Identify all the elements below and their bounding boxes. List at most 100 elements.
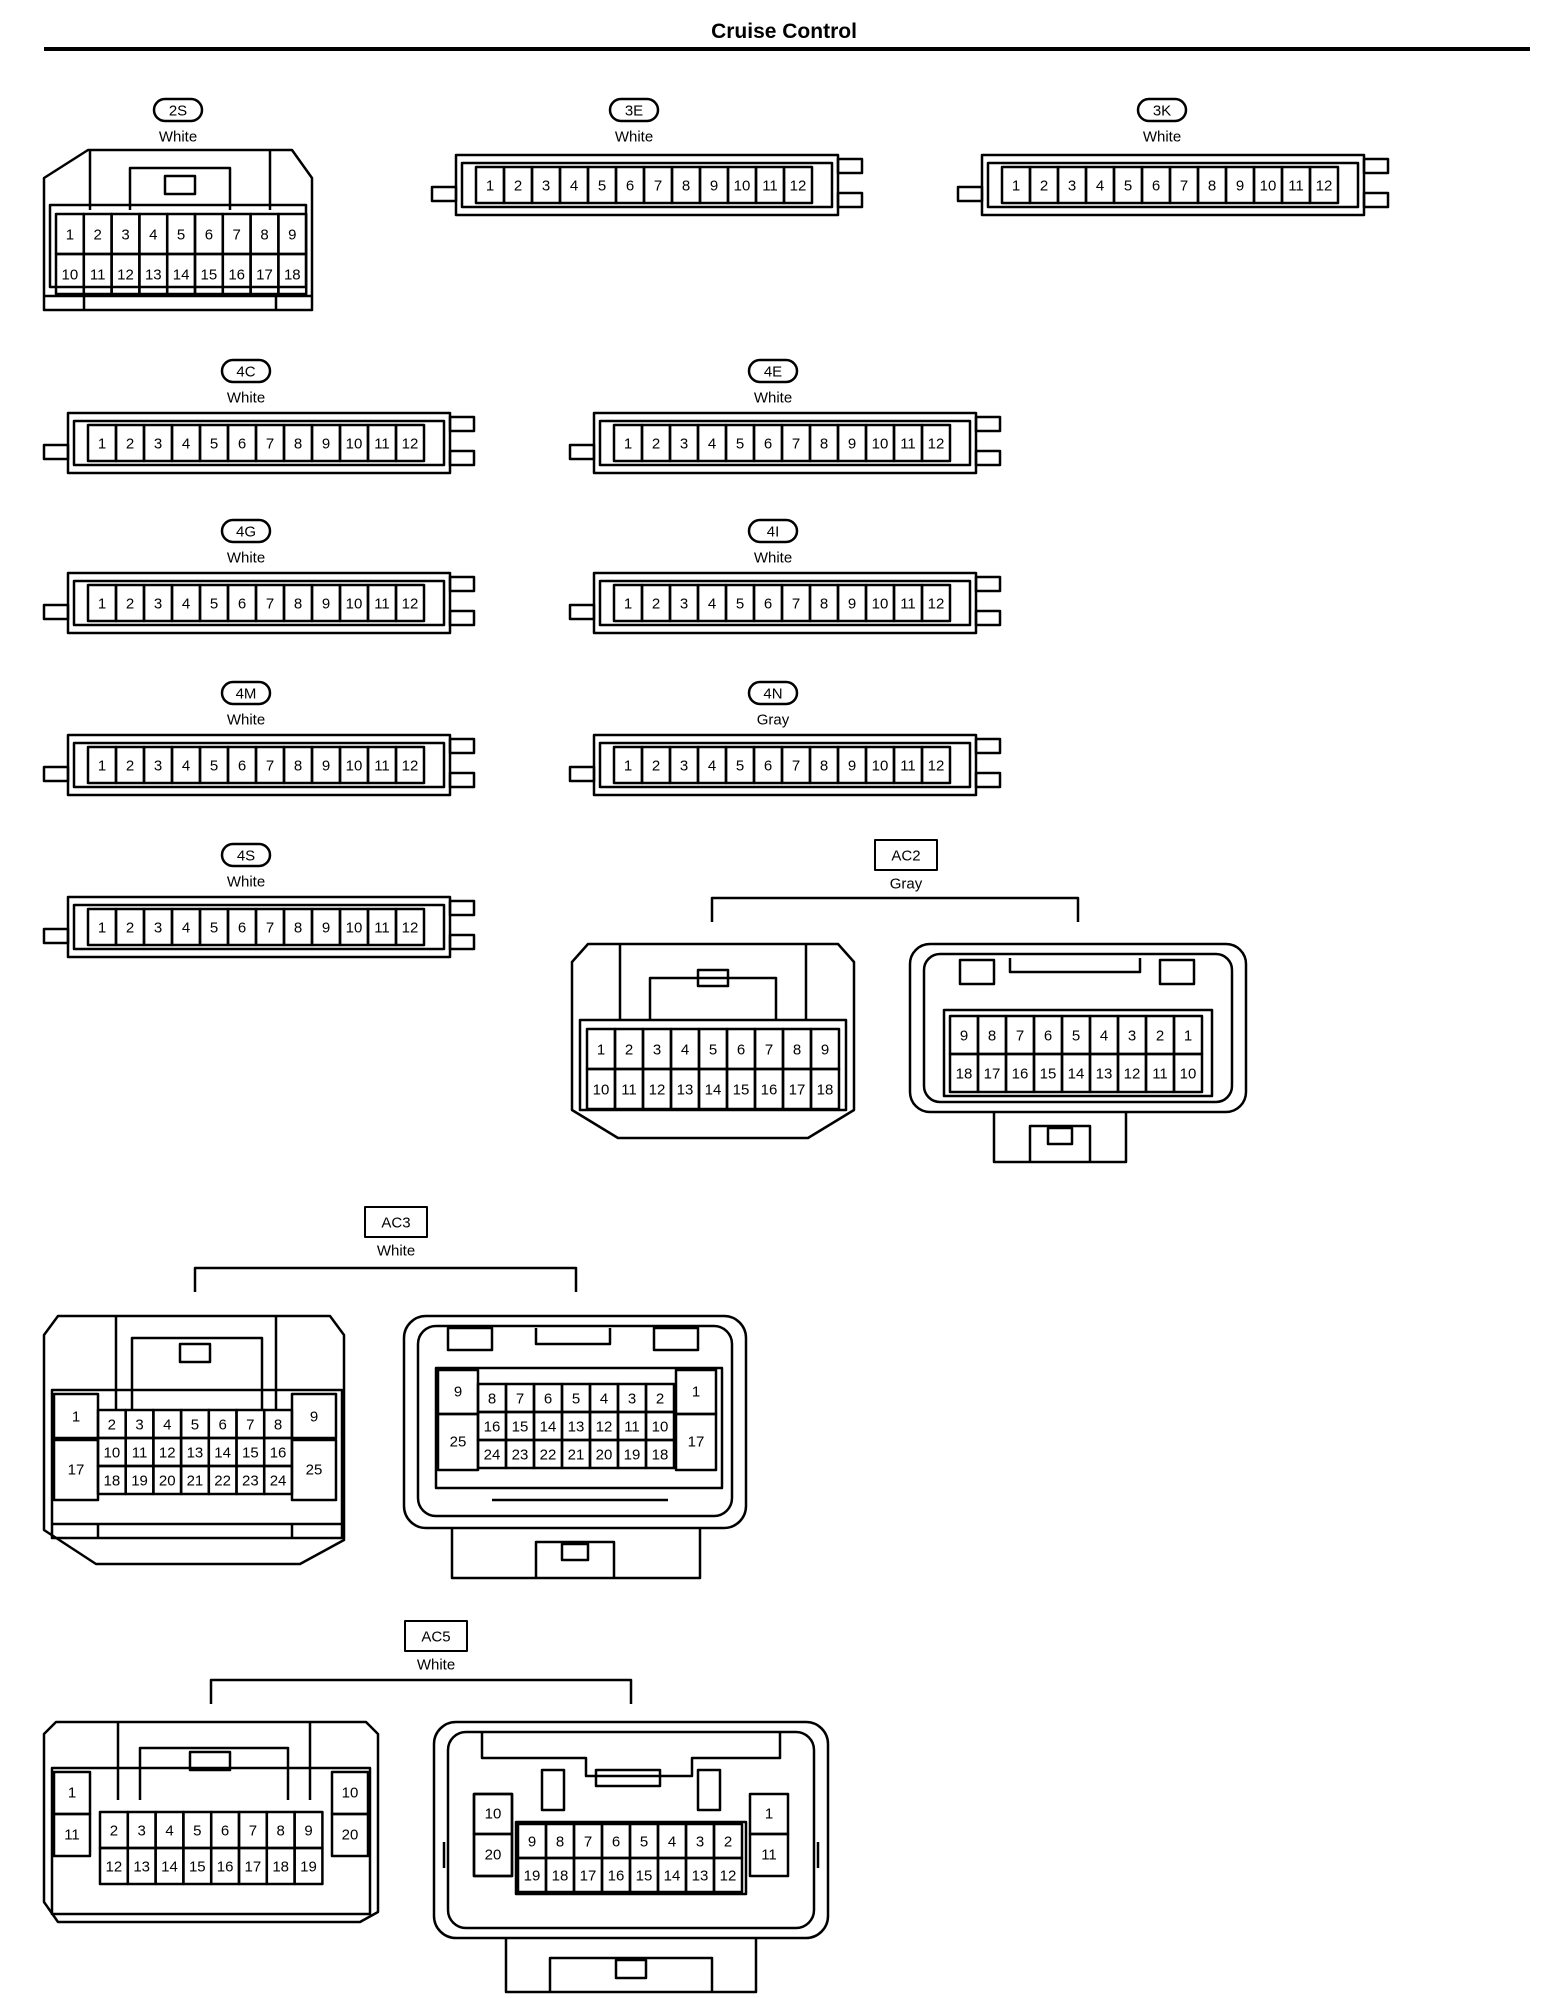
connector-inner — [72, 741, 446, 789]
pin-label: 12 — [928, 596, 945, 613]
connector-code: AC3 — [381, 1215, 410, 1232]
pin-label: 6 — [238, 758, 246, 775]
pin-label: 15 — [1040, 1066, 1057, 1083]
connector-inner — [986, 161, 1360, 209]
pin-label: 3 — [542, 178, 550, 195]
connector-hood — [648, 976, 778, 1020]
pin-label: 20 — [485, 1847, 502, 1864]
pin-label: 2 — [625, 1042, 633, 1059]
pin-label: 17 — [789, 1082, 806, 1099]
connector-pin-frame — [942, 1008, 1214, 1098]
pin-label: 7 — [654, 178, 662, 195]
pin-cell — [712, 1856, 744, 1894]
connector-tag — [364, 1206, 428, 1238]
connector-code: 4I — [767, 524, 780, 541]
pin-label: 11 — [374, 758, 390, 775]
pin-label: 25 — [306, 1462, 323, 1479]
connector-code: 4S — [237, 848, 255, 865]
pin-label: 9 — [821, 1042, 829, 1059]
pin-label: 7 — [516, 1391, 524, 1408]
connector-tag — [220, 842, 272, 868]
connector-latch — [568, 765, 596, 783]
connector-body — [66, 733, 452, 797]
pin-label: 6 — [612, 1834, 620, 1851]
pin-label: 6 — [764, 596, 772, 613]
pin-label: 2 — [110, 1823, 118, 1840]
pin-label: 11 — [90, 267, 106, 284]
pin-label: 7 — [246, 1417, 254, 1434]
connector-code: 3E — [625, 103, 643, 120]
pin-label: 12 — [402, 436, 419, 453]
pin-label: 16 — [1012, 1066, 1029, 1083]
pin-label: 2 — [1156, 1028, 1164, 1045]
pin-label: 3 — [121, 227, 129, 244]
pin-label: 10 — [342, 1785, 359, 1802]
pin-label: 16 — [608, 1868, 625, 1885]
connector-latch — [448, 737, 476, 755]
pin-label: 18 — [284, 267, 301, 284]
connector-color: White — [227, 712, 265, 729]
connector-body — [592, 411, 978, 475]
pin-cell — [330, 1812, 370, 1858]
pin-label: 9 — [322, 758, 330, 775]
pin-label: 1 — [1184, 1028, 1192, 1045]
pin-label: 6 — [205, 227, 213, 244]
pin-label: 13 — [692, 1868, 709, 1885]
pin-label: 8 — [820, 758, 828, 775]
pin-label: 8 — [294, 758, 302, 775]
pin-cell — [1172, 1052, 1204, 1094]
pin-label: 4 — [681, 1042, 689, 1059]
title-rule — [44, 47, 1530, 51]
connector-latch — [448, 575, 476, 593]
pin-label: 2 — [652, 596, 660, 613]
pin-label: 5 — [709, 1042, 717, 1059]
pin-label: 1 — [692, 1384, 700, 1401]
bracket-line — [710, 896, 1080, 922]
connector-latch-body — [504, 1938, 758, 1994]
pin-label: 7 — [249, 1823, 257, 1840]
connector-color: White — [754, 550, 792, 567]
pin-label: 18 — [552, 1868, 569, 1885]
pin-label: 11 — [1152, 1066, 1168, 1083]
pin-label: 5 — [210, 436, 218, 453]
pin-label: 11 — [762, 178, 778, 195]
connector-latch — [836, 157, 864, 175]
pin-label: 4 — [1096, 178, 1104, 195]
pin-label: 6 — [238, 436, 246, 453]
pin-label: 9 — [310, 1409, 318, 1426]
pin-cell — [277, 252, 308, 296]
connector-latch — [430, 185, 458, 203]
pin-label: 15 — [512, 1419, 529, 1436]
pin-label: 6 — [1044, 1028, 1052, 1045]
connector-latch — [568, 603, 596, 621]
pin-label: 3 — [154, 758, 162, 775]
pin-label: 8 — [294, 436, 302, 453]
pin-cell — [782, 165, 814, 205]
pin-label: 7 — [792, 436, 800, 453]
connector-lock — [178, 1342, 212, 1364]
pin-label: 20 — [159, 1473, 176, 1490]
connector-lock — [696, 968, 730, 988]
pin-label: 10 — [346, 596, 363, 613]
bracket-line — [209, 1678, 633, 1704]
pin-label: 1 — [486, 178, 494, 195]
connector-inner — [922, 952, 1234, 1104]
pin-label: 4 — [182, 920, 190, 937]
pin-label: 5 — [736, 436, 744, 453]
pin-label: 11 — [624, 1419, 640, 1436]
connector-notch — [958, 958, 996, 986]
pin-label: 16 — [761, 1082, 778, 1099]
pin-label: 4 — [708, 758, 716, 775]
pin-cell — [52, 1812, 92, 1858]
connector-inner — [416, 1324, 734, 1518]
pin-label: 7 — [1016, 1028, 1024, 1045]
connector-latch — [974, 771, 1002, 789]
connector-latch-tab — [614, 1958, 648, 1980]
connector-tag — [747, 680, 799, 706]
connector-rib — [442, 1842, 820, 1868]
connector-color: White — [227, 550, 265, 567]
